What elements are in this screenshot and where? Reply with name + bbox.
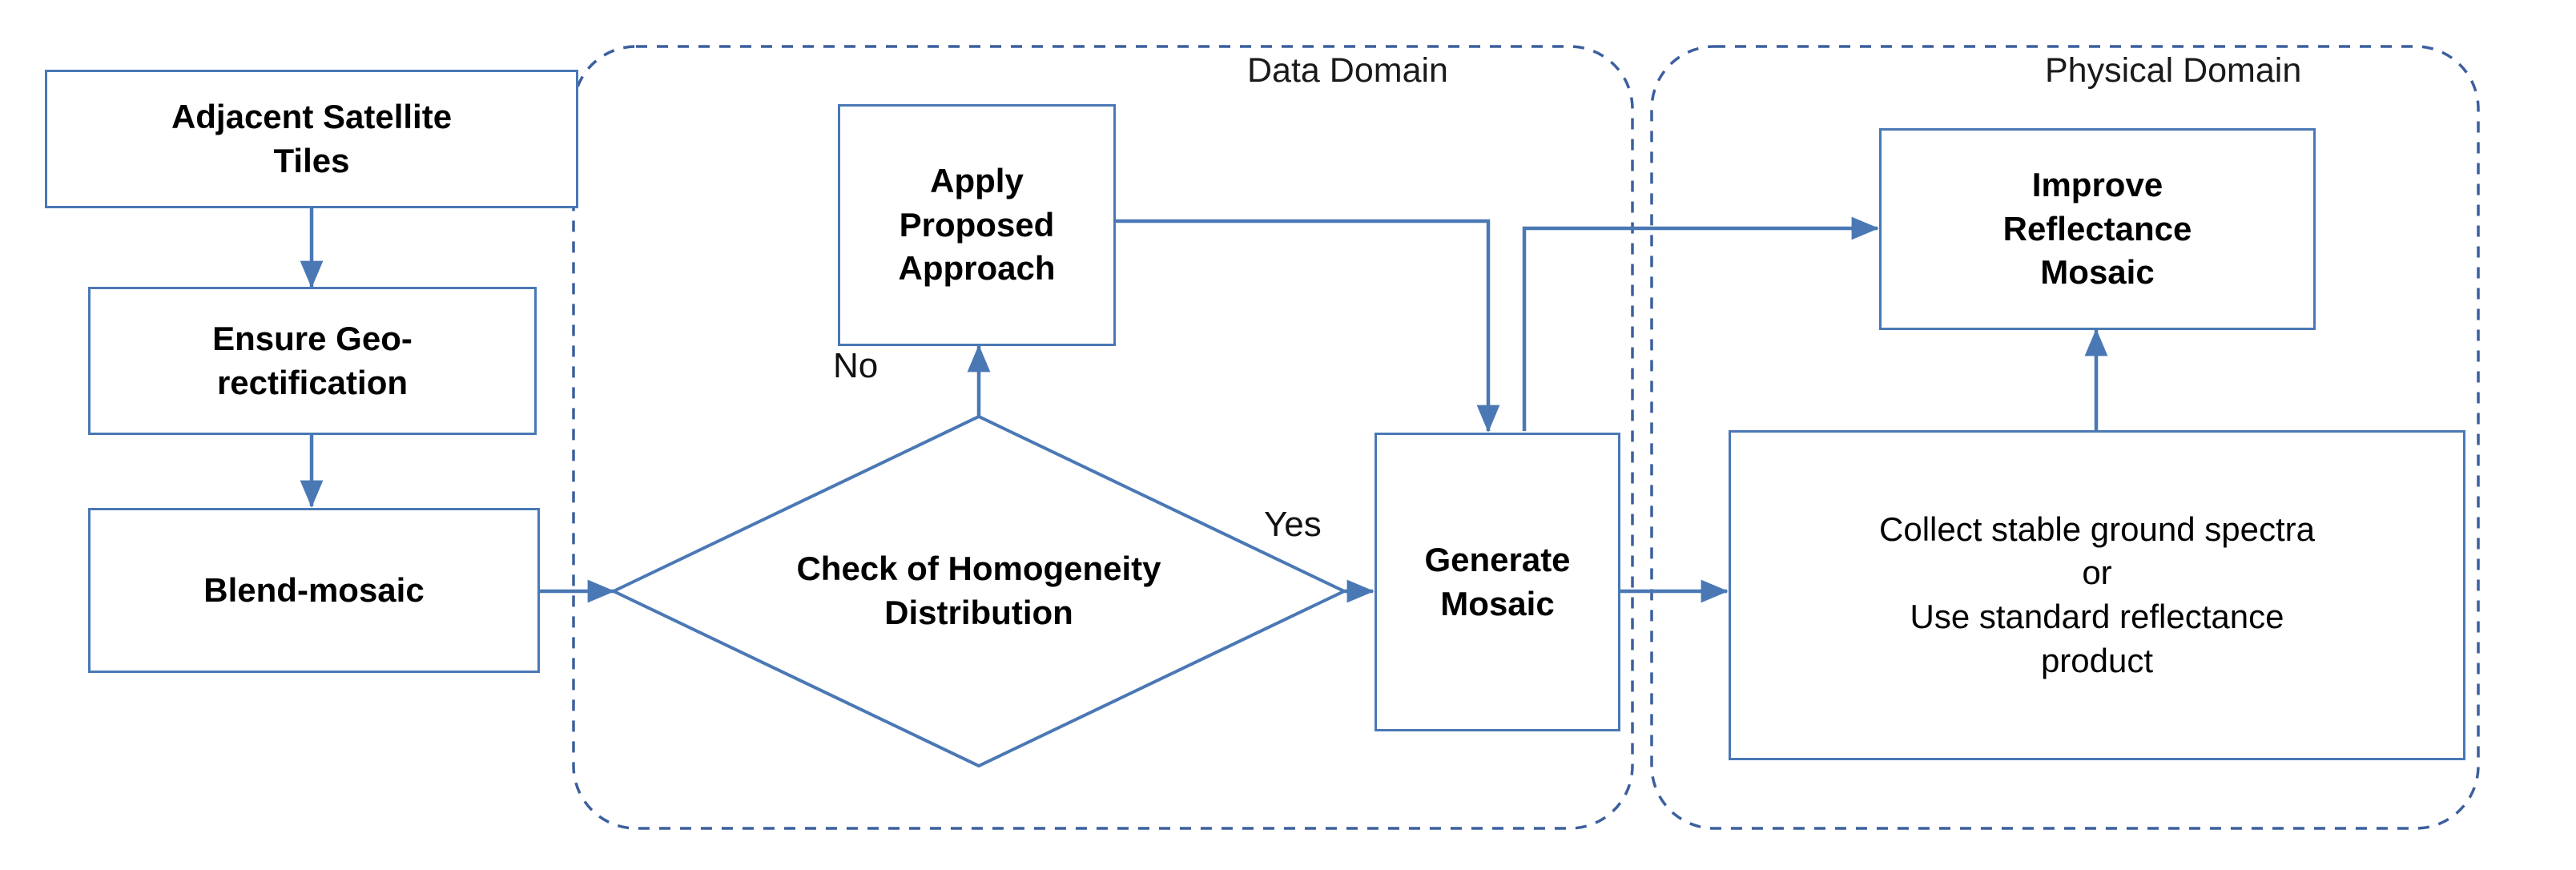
node-blend-mosaic[interactable]: Blend-mosaic	[88, 508, 540, 673]
node-line: Generate	[1424, 540, 1571, 578]
node-line: Tiles	[273, 141, 350, 179]
edge-apply-to-generate	[1116, 219, 1500, 433]
node-line: Approach	[898, 249, 1056, 288]
node-line: Ensure Geo-	[212, 319, 413, 357]
edge-generate-to-improve	[1522, 216, 1879, 431]
node-line: Blend-mosaic	[203, 570, 425, 609]
node-line: Reflectance	[2002, 209, 2192, 248]
node-generate-mosaic[interactable]: Generate Mosaic	[1375, 433, 1620, 731]
data-domain-label: Data Domain	[1247, 51, 1448, 90]
edge-label-no: No	[833, 346, 879, 385]
node-collect-spectra-or-standard-product[interactable]: Collect stable ground spectra or Use sta…	[1729, 430, 2465, 760]
node-line: Homogeneity	[948, 550, 1161, 588]
node-adjacent-satellite-tiles[interactable]: Adjacent Satellite Tiles	[45, 70, 578, 208]
node-line: Proposed	[899, 205, 1055, 244]
node-line: or	[2082, 554, 2112, 592]
node-line: Improve	[2031, 166, 2163, 204]
node-line: rectification	[216, 363, 409, 401]
physical-domain-label: Physical Domain	[2045, 51, 2302, 90]
node-line: Distribution	[884, 594, 1073, 631]
node-line: Check of	[796, 550, 939, 588]
node-improve-reflectance-mosaic[interactable]: Improve Reflectance Mosaic	[1879, 128, 2316, 330]
node-line: Mosaic	[1440, 584, 1555, 622]
node-line: Apply	[930, 162, 1024, 200]
node-ensure-geo-rectification[interactable]: Ensure Geo- rectification	[88, 287, 537, 435]
node-check-of-homogeneity-distribution[interactable]: Check of Homogeneity Distribution	[753, 497, 1205, 686]
edge-label-yes: Yes	[1264, 505, 1322, 544]
node-line: product	[2040, 641, 2154, 679]
node-line: Use standard reflectance	[1910, 598, 2284, 635]
node-apply-proposed-approach[interactable]: Apply Proposed Approach	[838, 104, 1116, 346]
node-line: Mosaic	[2040, 253, 2155, 292]
node-line: Adjacent Satellite	[171, 97, 453, 135]
node-line: Collect stable ground spectra	[1879, 510, 2315, 548]
